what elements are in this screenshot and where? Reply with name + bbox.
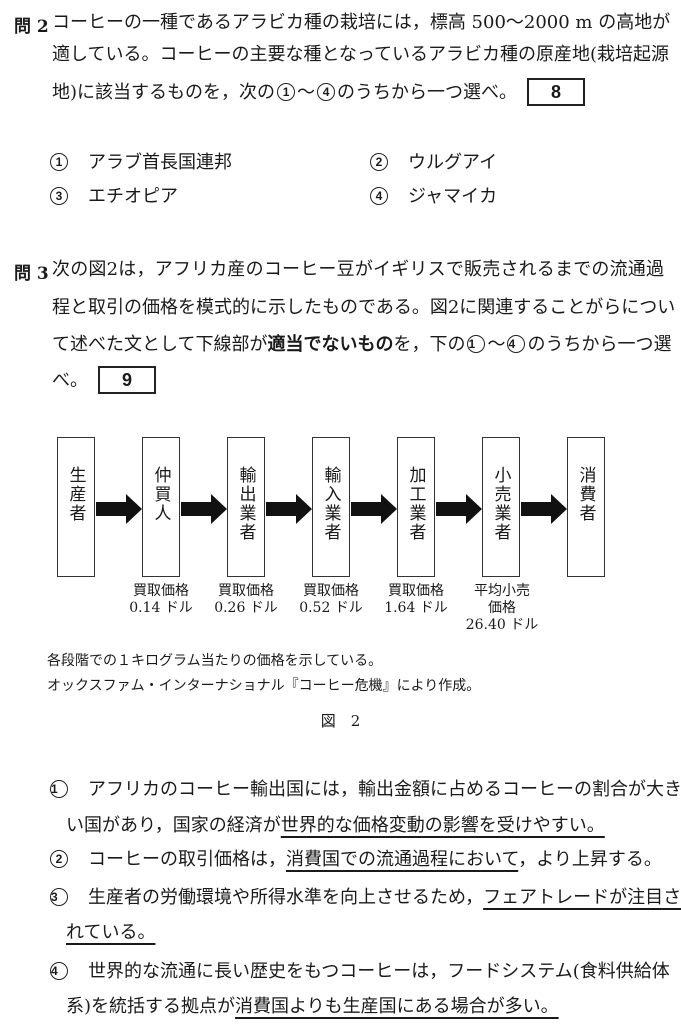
circled-number: 4 [317,83,336,101]
circled-number: 3 [50,888,68,906]
stage-label: 消費者 [575,466,596,523]
option-text: エチオピア [88,186,178,207]
text: て述べた文として下線部が [52,334,268,355]
statement-4[interactable]: 4 世界的な流通に長い歴史をもつコーヒーは，フードシステム(食料供給体 [48,961,670,983]
q2-option-3[interactable]: 3 エチオピア [48,186,178,208]
price-value: 26.40 ドル [465,617,539,633]
price-value: 0.14 ドル [129,600,193,616]
underlined-text: 消費国での流通過程において [286,849,519,870]
circled-number: 3 [50,187,68,205]
price-type: 買取価格 [303,583,359,599]
q2-option-2[interactable]: 2 ウルグアイ [368,152,497,174]
text: い国があり，国家の経済が [66,815,281,836]
underlined-text: れている。 [66,922,156,943]
stage-label: 加工業者 [405,466,426,542]
arrow-right-icon [96,494,142,524]
range-sep: ～ [297,82,316,103]
text: ，より上昇する。 [518,849,662,870]
q2-line-3-text: 地)に該当するものを，次の [52,82,276,103]
statement-1[interactable]: 1 アフリカのコーヒー輸出国には，輸出金額に占めるコーヒーの割合が大き [48,779,681,801]
option-text: ウルグアイ [408,152,498,173]
answer-box-8[interactable]: 8 [527,78,586,106]
price-type: 価格 [488,600,516,616]
stage-label: 輸入業者 [320,466,341,542]
statement-3[interactable]: 3 生産者の労働環境や所得水準を向上させるため，フェアトレードが注目さ [48,887,681,909]
price-value: 0.52 ドル [299,600,363,616]
q3-line-1: 次の図2は，アフリカ産のコーヒー豆がイギリスで販売されるまでの流通過 [52,259,664,280]
question-2-label: 問 2 [14,17,49,37]
circled-number: 1 [277,83,296,101]
option-text: ジャマイカ [408,186,498,207]
circled-number: 4 [370,187,388,205]
stage-label: 生産者 [65,466,86,523]
figure-caption: 図 2 [320,712,361,730]
circled-number: 4 [50,962,68,980]
underlined-text: 消費国よりも生産国にある場合が多い。 [235,996,559,1017]
statement-3-cont: れている。 [66,922,155,944]
circled-number: 2 [50,850,68,868]
q3-line-4: べ。 9 [52,366,157,394]
price-type: 買取価格 [218,583,274,599]
arrow-right-icon [351,494,397,524]
q2-line-3-tail: のうちから一つ選べ。 [337,82,518,103]
stage-box: 生産者 [57,437,95,577]
range-sep: ～ [487,334,506,355]
circled-number: 1 [50,780,68,798]
q2-line-1: コーヒーの一種であるアラビカ種の栽培には，標高 500～2000 m の高地が [52,12,671,33]
text: のうちから一つ選 [527,334,672,355]
circled-number: 4 [507,335,526,353]
circled-number: 1 [50,153,68,171]
option-text: アラブ首長国連邦 [88,152,232,173]
text: を，下の [393,334,466,355]
q2-line-2: 適している。コーヒーの主要な種となっているアラビカ種の原産地(栽培起源 [52,44,670,65]
figure-note: 各段階での１キログラム当たりの価格を示している。 [47,653,383,669]
text: アフリカのコーヒー輸出国には，輸出金額に占めるコーヒーの割合が大き [88,779,681,800]
stage-label: 小売業者 [490,466,511,542]
stage-box: 消費者 [567,437,605,577]
q2-option-4[interactable]: 4 ジャマイカ [368,186,497,208]
q3-line-2: 程と取引の価格を模式的に示したものである。図2に関連することがらについ [52,297,676,318]
bold-text: 適当でないもの [267,334,394,355]
text: 世界的な流通に長い歴史をもつコーヒーは，フードシステム(食料供給体 [88,961,670,982]
stage-box: 輸出業者 [227,437,265,577]
underlined-text: フェアトレードが注目さ [483,887,681,908]
text: べ。 [52,370,88,391]
price-type: 買取価格 [388,583,444,599]
statement-4-cont: 系)を統括する拠点が消費国よりも生産国にある場合が多い。 [66,996,559,1018]
stage-box: 小売業者 [482,437,520,577]
arrow-right-icon [181,494,227,524]
stage-label: 輸出業者 [235,466,256,542]
stage-box: 輸入業者 [312,437,350,577]
text: 系)を統括する拠点が [66,996,236,1017]
text: 生産者の労働環境や所得水準を向上させるため， [88,887,484,908]
question-3-label: 問 3 [14,264,49,284]
underlined-text: 世界的な価格変動の影響を受けやすい。 [280,815,605,836]
answer-box-9[interactable]: 9 [98,366,157,394]
price-value: 0.26 ドル [214,600,278,616]
price-type: 買取価格 [133,583,189,599]
statement-1-cont: い国があり，国家の経済が世界的な価格変動の影響を受けやすい。 [66,815,605,837]
arrow-right-icon [266,494,312,524]
text: コーヒーの取引価格は， [88,849,286,870]
q2-option-1[interactable]: 1 アラブ首長国連邦 [48,152,232,174]
statement-2[interactable]: 2 コーヒーの取引価格は，消費国での流通過程において，より上昇する。 [48,849,662,871]
stage-box: 加工業者 [397,437,435,577]
figure-source: オックスファム・インターナショナル『コーヒー危機』により作成。 [47,678,481,694]
price-value: 1.64 ドル [384,600,448,616]
stage-label: 仲買人 [150,466,171,523]
circled-number: 2 [370,153,388,171]
price-type: 平均小売 [474,583,530,599]
stage-box: 仲買人 [142,437,180,577]
circled-number: 1 [467,335,486,353]
arrow-right-icon [521,494,567,524]
arrow-right-icon [436,494,482,524]
